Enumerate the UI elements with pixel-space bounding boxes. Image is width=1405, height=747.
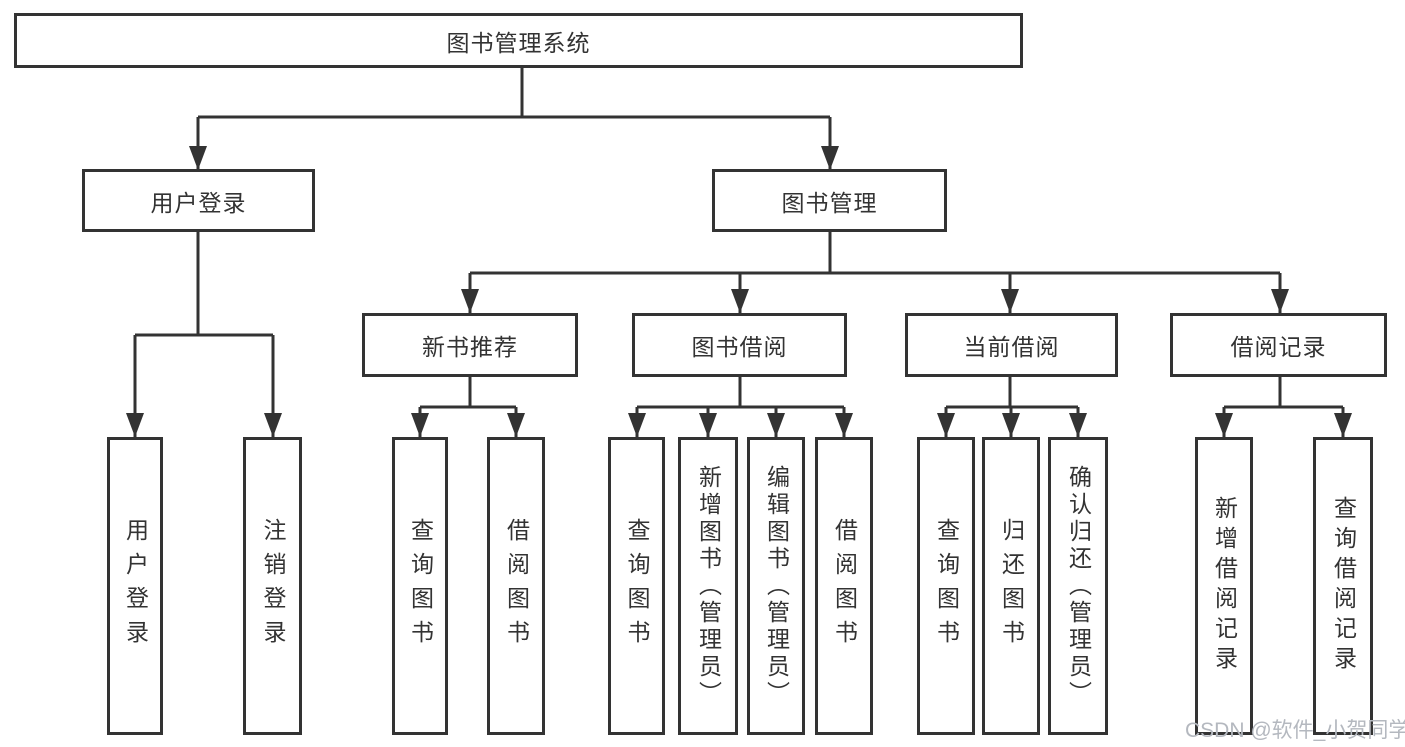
node-leaf-logout: 注销登录 bbox=[243, 437, 302, 735]
node-rec-borrow-book-label: 借阅图书 bbox=[503, 518, 530, 654]
node-book-management-label: 图书管理 bbox=[781, 189, 878, 216]
node-bb-query-book-label: 查询图书 bbox=[624, 518, 650, 654]
node-cb-return-book: 归还图书 bbox=[982, 437, 1040, 735]
node-bb-add-book-admin-label: 新增图书（管理员） bbox=[695, 464, 722, 708]
node-cb-confirm-return-admin-label: 确认归还（管理员） bbox=[1065, 464, 1092, 708]
node-root-label: 图书管理系统 bbox=[446, 29, 591, 56]
node-cb-query-book: 查询图书 bbox=[917, 437, 975, 735]
node-bb-borrow-book-label: 借阅图书 bbox=[831, 518, 858, 654]
node-book-management: 图书管理 bbox=[712, 169, 947, 232]
node-user-login-label: 用户登录 bbox=[150, 189, 247, 216]
node-br-add-record-label: 新增借阅记录 bbox=[1211, 496, 1238, 676]
node-bb-add-book-admin: 新增图书（管理员） bbox=[678, 437, 738, 735]
node-book-borrow-label: 图书借阅 bbox=[691, 334, 788, 360]
node-leaf-user-login: 用户登录 bbox=[107, 437, 163, 735]
node-bb-edit-book-admin-label: 编辑图书（管理员） bbox=[763, 464, 790, 708]
node-current-borrow-label: 当前借阅 bbox=[963, 334, 1060, 360]
node-cb-query-book-label: 查询图书 bbox=[933, 518, 960, 654]
node-book-borrow: 图书借阅 bbox=[632, 313, 847, 377]
node-new-book-recommend: 新书推荐 bbox=[362, 313, 578, 377]
node-rec-borrow-book: 借阅图书 bbox=[487, 437, 545, 735]
node-root: 图书管理系统 bbox=[14, 13, 1023, 68]
node-bb-borrow-book: 借阅图书 bbox=[815, 437, 873, 735]
node-cb-return-book-label: 归还图书 bbox=[998, 518, 1025, 654]
node-user-login: 用户登录 bbox=[82, 169, 315, 232]
node-current-borrow: 当前借阅 bbox=[905, 313, 1118, 377]
arrow-down-icons bbox=[126, 146, 1352, 437]
node-br-query-record: 查询借阅记录 bbox=[1313, 437, 1373, 735]
node-borrow-record: 借阅记录 bbox=[1170, 313, 1387, 377]
node-bb-query-book: 查询图书 bbox=[608, 437, 665, 735]
node-br-add-record: 新增借阅记录 bbox=[1195, 437, 1253, 735]
node-leaf-logout-label: 注销登录 bbox=[260, 518, 286, 654]
node-br-query-record-label: 查询借阅记录 bbox=[1330, 496, 1357, 676]
node-rec-query-book: 查询图书 bbox=[392, 437, 448, 735]
node-borrow-record-label: 借阅记录 bbox=[1230, 334, 1327, 360]
node-new-book-recommend-label: 新书推荐 bbox=[422, 334, 518, 360]
node-rec-query-book-label: 查询图书 bbox=[407, 518, 434, 654]
node-bb-edit-book-admin: 编辑图书（管理员） bbox=[747, 437, 805, 735]
node-cb-confirm-return-admin: 确认归还（管理员） bbox=[1048, 437, 1108, 735]
watermark: CSDN @软件_小贺同学 bbox=[1185, 719, 1405, 742]
node-leaf-user-login-label: 用户登录 bbox=[122, 518, 149, 654]
